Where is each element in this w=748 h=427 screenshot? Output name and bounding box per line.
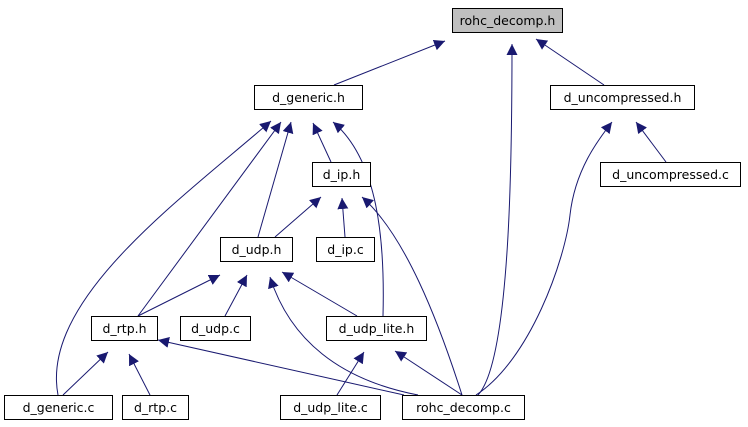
edge-d-uncompressed-h-to-rohc-decomp-h	[535, 38, 605, 86]
node-d-udp-lite-h[interactable]: d_udp_lite.h	[326, 316, 427, 341]
edge-d-udp-lite-h-to-d-generic-h	[332, 121, 384, 317]
edge-d-generic-h-to-rohc-decomp-h	[333, 39, 446, 86]
edge-rohc-decomp-c-to-d-udp-h	[268, 276, 419, 396]
edge-d-rtp-h-to-d-generic-h	[137, 121, 282, 317]
node-d-generic-c[interactable]: d_generic.c	[4, 395, 113, 420]
edge-d-ip-h-to-d-generic-h	[312, 122, 332, 163]
node-label: rohc_decomp.c	[416, 400, 511, 415]
node-d-udp-c[interactable]: d_udp.c	[180, 316, 251, 341]
node-label: d_rtp.h	[102, 321, 146, 336]
edge-d-rtp-h-to-d-udp-h	[137, 274, 221, 317]
node-d-rtp-c[interactable]: d_rtp.c	[122, 395, 189, 420]
edge-rohc-decomp-c-to-d-uncompressed-h	[475, 121, 613, 396]
node-d-uncompressed-h[interactable]: d_uncompressed.h	[550, 85, 695, 110]
node-d-udp-h[interactable]: d_udp.h	[220, 237, 293, 262]
edge-d-udp-c-to-d-udp-h	[224, 274, 248, 317]
node-label: d_ip.h	[323, 167, 361, 182]
edge-d-ip-c-to-d-ip-h	[337, 197, 349, 238]
node-label: d_udp.h	[232, 242, 282, 257]
edge-d-udp-lite-h-to-d-udp-h	[281, 271, 358, 317]
edge-rohc-decomp-c-to-rohc-decomp-h	[477, 43, 518, 396]
edge-d-udp-h-to-d-generic-h	[257, 121, 294, 238]
edge-d-generic-c-to-d-generic-h	[55, 120, 272, 396]
node-label: d_udp_lite.c	[293, 400, 368, 415]
edge-rohc-decomp-c-to-d-udp-lite-h	[394, 350, 463, 396]
node-d-ip-c[interactable]: d_ip.c	[316, 237, 375, 262]
node-label: d_ip.c	[327, 242, 364, 257]
edge-d-udp-lite-c-to-d-udp-lite-h	[336, 351, 365, 396]
edge-rohc-decomp-c-to-d-rtp-h	[157, 337, 405, 396]
edge-rohc-decomp-c-to-d-ip-h	[361, 196, 463, 396]
node-d-udp-lite-c[interactable]: d_udp_lite.c	[280, 395, 381, 420]
node-d-ip-h[interactable]: d_ip.h	[312, 162, 371, 187]
node-label: d_udp_lite.h	[339, 321, 415, 336]
node-label: d_uncompressed.c	[612, 167, 729, 182]
node-label: d_udp.c	[191, 321, 240, 336]
node-label: d_uncompressed.h	[564, 90, 682, 105]
node-label: d_generic.c	[23, 400, 95, 415]
node-label: d_generic.h	[272, 90, 345, 105]
edge-d-generic-c-to-d-rtp-h	[62, 351, 109, 396]
edge-d-uncompressed-c-to-d-uncompressed-h	[635, 121, 667, 163]
edge-d-udp-h-to-d-ip-h	[274, 196, 322, 238]
node-rohc-decomp-c[interactable]: rohc_decomp.c	[402, 395, 525, 420]
node-label: rohc_decomp.h	[460, 13, 556, 28]
node-d-generic-h[interactable]: d_generic.h	[254, 85, 363, 110]
node-rohc-decomp-h: rohc_decomp.h	[452, 8, 563, 33]
node-label: d_rtp.c	[134, 400, 177, 415]
node-d-uncompressed-c[interactable]: d_uncompressed.c	[600, 162, 741, 187]
edge-d-rtp-c-to-d-rtp-h	[128, 353, 151, 396]
node-d-rtp-h[interactable]: d_rtp.h	[91, 316, 158, 341]
